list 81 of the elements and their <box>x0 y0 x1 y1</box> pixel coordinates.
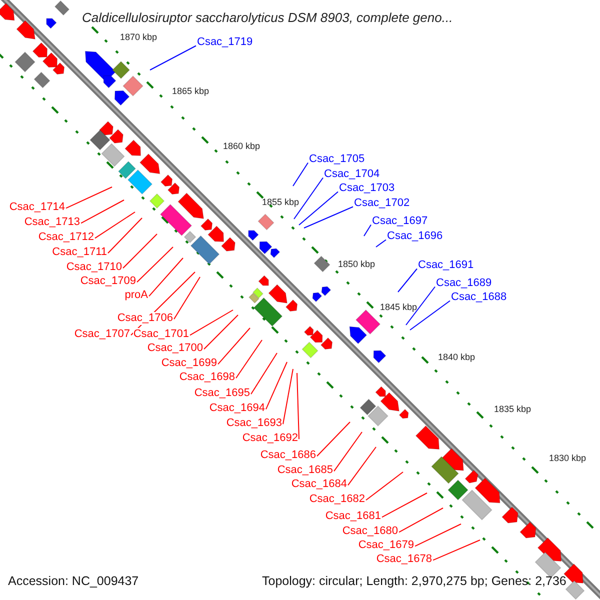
leader-line <box>204 314 238 350</box>
gene-label: Csac_1702 <box>354 197 410 210</box>
gene-label: Csac_1688 <box>451 291 507 304</box>
leader-line <box>266 362 288 410</box>
leader-line <box>304 206 354 228</box>
position-label: 1865 kbp <box>172 86 210 97</box>
gene-label: Csac_1713 <box>24 216 80 229</box>
position-label: 1840 kbp <box>438 352 476 363</box>
gene-label: Csac_1719 <box>197 36 253 49</box>
leader-line <box>364 224 372 236</box>
gene-label: Csac_1711 <box>52 246 107 259</box>
footer-text: Topology: circular; Length: 2,970,275 bp; Genes: 2,736 <box>262 574 566 588</box>
leader-line <box>296 372 300 440</box>
gene-label: Csac_1706 <box>117 312 173 325</box>
leader-line <box>316 422 350 457</box>
gene-label: Csac_1689 <box>436 277 492 290</box>
gene-label: Csac_1697 <box>372 215 428 228</box>
leader-line <box>122 234 158 269</box>
leader-line <box>190 310 234 336</box>
gene-label: Csac_1710 <box>66 261 122 274</box>
leader-line <box>250 352 278 395</box>
gene-label: Csac_1678 <box>376 553 432 566</box>
gene-label: proA <box>124 289 148 302</box>
position-label: 1835 kbp <box>494 404 532 415</box>
leader-line <box>398 508 444 533</box>
gene-label: Csac_1692 <box>242 432 298 445</box>
leader-line <box>150 45 196 70</box>
gene-label: Csac_1684 <box>291 478 347 491</box>
position-label: 1830 kbp <box>549 453 586 464</box>
gene-label: Csac_1712 <box>38 231 94 244</box>
leader-line <box>294 177 324 220</box>
leader-line <box>80 200 124 224</box>
leader-line <box>292 162 308 186</box>
leader-line <box>218 328 250 365</box>
gene-label: Csac_1703 <box>339 182 395 195</box>
gene-label: Csac_1680 <box>342 525 398 538</box>
leader-line <box>406 286 436 326</box>
leader-line <box>298 191 338 226</box>
gene-label: Csac_1685 <box>277 464 333 477</box>
position-label: 1860 kbp <box>223 141 260 152</box>
gene-label: Csac_1709 <box>80 275 136 288</box>
position-label: 1845 kbp <box>380 302 418 313</box>
gene-label: Csac_1700 <box>147 342 203 355</box>
gene-label: Csac_1704 <box>324 168 380 181</box>
gene-label: Csac_1707 <box>74 328 130 341</box>
leader-line <box>94 212 136 239</box>
position-label: 1850 kbp <box>338 259 376 270</box>
leader-line <box>174 276 200 320</box>
position-label: 1870 kbp <box>120 32 158 43</box>
leader-line <box>382 492 428 518</box>
gene-label: Csac_1693 <box>226 417 282 430</box>
map-title: Caldicellulosiruptor saccharolyticus DSM 8903, complete geno... <box>82 10 453 25</box>
leader-line <box>348 446 376 486</box>
gene-label: Csac_1696 <box>387 230 443 243</box>
leader-line <box>410 300 450 330</box>
leader-line <box>108 218 142 254</box>
leader-line <box>136 246 174 283</box>
leader-line <box>366 472 404 501</box>
leader-line <box>148 258 184 297</box>
leader-line <box>334 432 362 472</box>
gene-label: Csac_1682 <box>309 493 365 506</box>
leader-line <box>236 340 262 379</box>
leader-line <box>414 524 462 547</box>
gene-label: Csac_1679 <box>358 539 414 552</box>
gene-label: Csac_1701 <box>133 328 189 341</box>
gene-label: Csac_1695 <box>194 387 250 400</box>
leader-line <box>376 239 386 248</box>
gene-label: Csac_1699 <box>161 357 217 370</box>
gene-label: Csac_1705 <box>309 153 365 166</box>
leader-line <box>432 540 480 561</box>
gene-label: Csac_1714 <box>9 201 65 214</box>
leader-line <box>66 186 112 209</box>
gene-label: Csac_1681 <box>325 510 381 523</box>
gene-label: Csac_1691 <box>418 259 474 272</box>
position-label: 1855 kbp <box>262 197 300 208</box>
gene-label: Csac_1694 <box>209 402 265 415</box>
gene-label: Csac_1686 <box>260 449 316 462</box>
gene-label: Csac_1698 <box>179 371 235 384</box>
leader-line <box>398 268 418 292</box>
footer-text: Accession: NC_009437 <box>8 574 139 588</box>
leader-line <box>282 368 294 425</box>
